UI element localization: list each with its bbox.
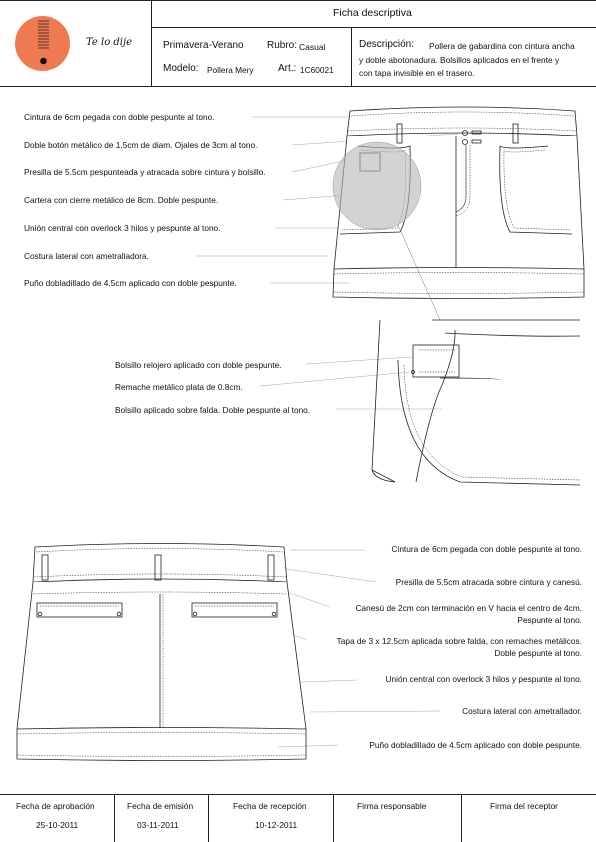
firma-responsable-label: Firma responsable (357, 801, 427, 811)
sheet-title: Ficha descriptiva (333, 7, 412, 19)
footer-divider-4 (461, 794, 462, 842)
back-label-beltloop: Presilla de 5.5cm atracada sobre cintura… (395, 577, 582, 587)
recepcion-value: 10-12-2011 (255, 820, 298, 830)
footer-divider-3 (333, 794, 334, 842)
firma-receptor-label: Firma del receptor (490, 801, 558, 811)
descripcion-line-1: Pollera de gabardina con cintura ancha (429, 41, 575, 51)
header-logo-divider (151, 0, 152, 86)
front-label-center-seam: Unión central con overlock 3 hilos y pes… (24, 223, 221, 233)
emision-value: 03-11-2011 (137, 820, 179, 830)
footer-top-border (0, 794, 596, 795)
front-label-hem: Puño dobladillado de 4.5cm aplicado con … (24, 278, 237, 288)
descripcion-line-2: y doble abotonadura. Bolsillos aplicados… (359, 55, 560, 65)
modelo-value: Pollera Mery (207, 65, 254, 75)
magnifier-circle (332, 141, 422, 231)
rubro-value: Casual (299, 42, 326, 52)
front-label-waistband: Cintura de 6cm pegada con doble pespunte… (24, 112, 215, 122)
front-label-side-seam: Costura lateral con ametralladora. (24, 251, 149, 261)
front-label-beltloop: Presilla de 5.5cm pespunteada y atracada… (24, 167, 266, 177)
art-value: 1C60021 (300, 65, 334, 75)
aprobacion-label: Fecha de aprobación (16, 801, 95, 811)
back-label-flap: Tapa de 3 x 12.5cm aplicada sobre falda,… (336, 636, 582, 646)
back-label-yoke-2: Pespunte al tono. (517, 615, 582, 625)
rubro-label: Rubro: (267, 40, 298, 51)
back-skirt-drawing (16, 543, 307, 761)
back-label-yoke: Canesú de 2cm con terminación en V hacia… (355, 603, 582, 613)
detail-label-watch-pocket: Bolsillo relojero aplicado con doble pes… (115, 360, 282, 370)
header-top-border (0, 0, 596, 1)
header-title-divider (151, 27, 596, 28)
back-label-side-seam: Costura lateral con ametrallador. (462, 706, 582, 716)
descripcion-label: Descripción: (359, 39, 415, 50)
front-label-fly: Cartera con cierre metálico de 8cm. Dobl… (24, 195, 219, 205)
art-label: Art.: (278, 63, 297, 74)
header-desc-divider (351, 27, 352, 86)
pocket-detail-drawing (371, 319, 581, 486)
back-label-center-seam: Unión central con overlock 3 hilos y pes… (385, 674, 582, 684)
back-label-waistband: Cintura de 6cm pegada con doble pespunte… (391, 544, 582, 554)
footer-divider-1 (114, 794, 115, 842)
magnifier-pointer (397, 224, 441, 321)
back-label-hem: Puño dobladillado de 4.5cm aplicado con … (369, 740, 582, 750)
detail-label-rivet: Remache metálico plata de 0.8cm. (115, 382, 243, 392)
front-label-buttons: Doble botón metálico de 1.5cm de diam. O… (24, 140, 258, 150)
header-bottom-border (0, 86, 596, 87)
season-value: Primavera-Verano (163, 40, 244, 51)
modelo-label: Modelo: (163, 63, 199, 74)
emision-label: Fecha de emisión (127, 801, 194, 811)
recepcion-label: Fecha de recepción (233, 801, 307, 811)
brand-logo-text: Te lo dije (86, 37, 133, 48)
descripcion-line-3: con tapa invisible en el trasero. (359, 68, 475, 78)
footer-divider-2 (208, 794, 209, 842)
aprobacion-value: 25-10-2011 (36, 820, 79, 830)
back-label-flap-2: Doble pespunte al tono. (494, 648, 582, 658)
detail-label-pocket: Bolsillo aplicado sobre falda. Doble pes… (115, 405, 311, 415)
